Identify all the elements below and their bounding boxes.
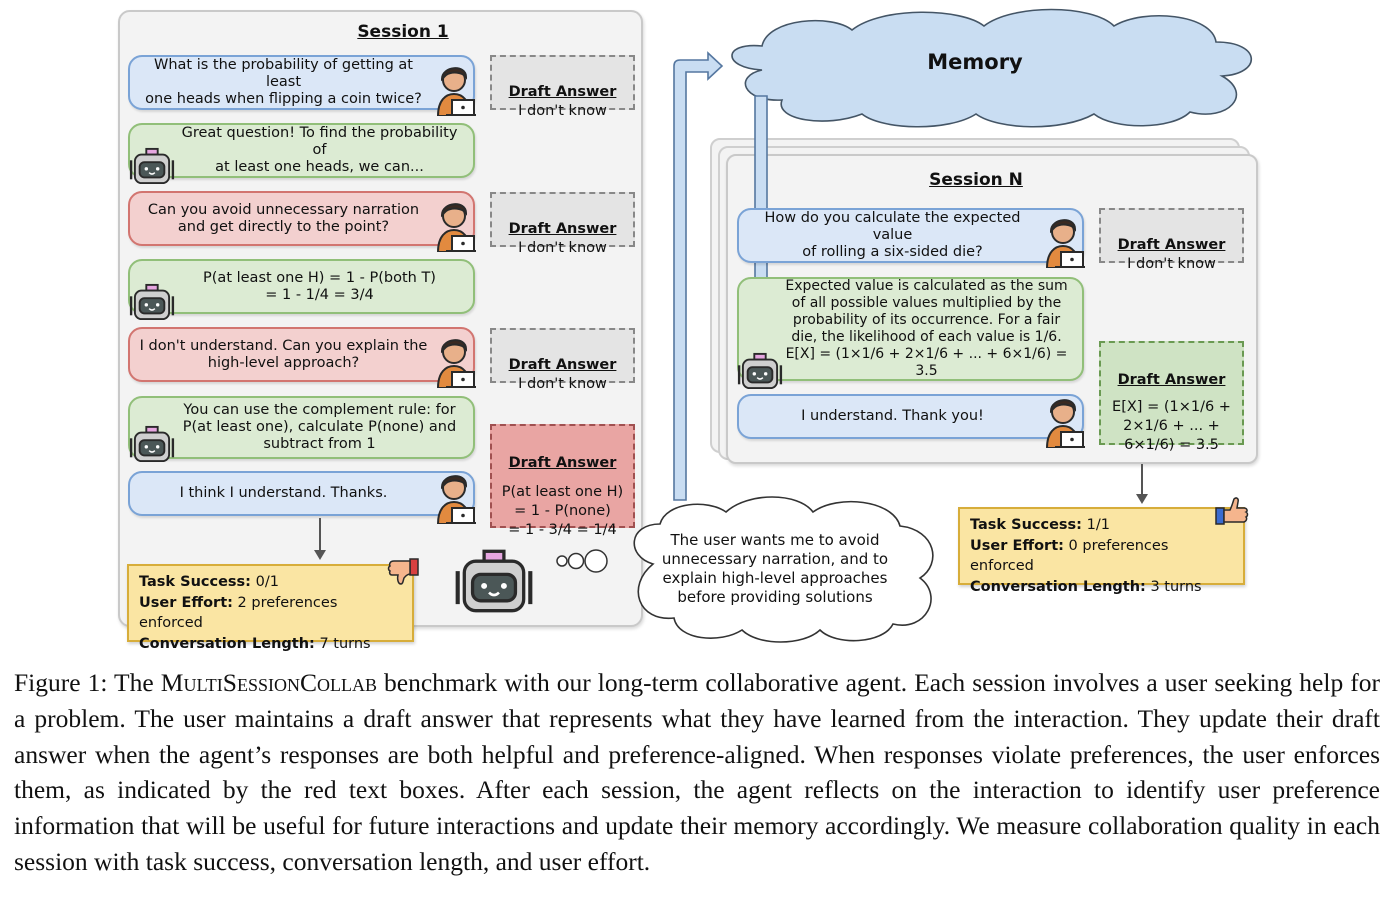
figure-caption: Figure 1: The MultiSessionCollab benchma… — [14, 665, 1380, 880]
thumbs-up-icon — [1215, 497, 1249, 525]
robot-icon — [128, 147, 176, 185]
sn-agent-turn-1: Expected value is calculated as the sum … — [737, 277, 1084, 381]
session-1-result-box: Task Success: 0/1 User Effort: 2 prefere… — [127, 564, 414, 652]
s1-user-turn-4: I think I understand. Thanks. — [128, 471, 475, 516]
user-icon — [1041, 212, 1085, 268]
sn-user-turn-2: I understand. Thank you! — [737, 394, 1084, 439]
session-1-to-memory-arrow — [673, 51, 724, 501]
memory-cloud — [731, 8, 1252, 128]
benchmark-name: MultiSessionCollab — [160, 668, 377, 697]
session-n-result-arrow — [1136, 464, 1148, 504]
reflection-thought-cloud — [633, 496, 934, 643]
s1-user-turn-3: I don't understand. Can you explain the … — [128, 327, 475, 382]
user-icon — [432, 196, 476, 252]
user-icon — [432, 332, 476, 388]
robot-icon — [128, 425, 176, 463]
user-icon — [432, 468, 476, 524]
robot-icon — [128, 283, 176, 321]
session-n-title: Session N — [929, 170, 1023, 190]
sn-user-turn-1: How do you calculate the expected value … — [737, 208, 1084, 263]
session-1-result-arrow — [314, 518, 326, 560]
s1-user-turn-1: What is the probability of getting at le… — [128, 55, 475, 110]
robot-icon — [736, 352, 784, 390]
s1-agent-turn-1: Great question! To find the probability … — [128, 123, 475, 178]
memory-label: Memory — [927, 50, 1023, 74]
s1-user-turn-2: Can you avoid unnecessary narration and … — [128, 191, 475, 246]
thumbs-down-icon — [387, 558, 419, 585]
agent-robot-icon — [446, 548, 542, 614]
s1-agent-turn-2: P(at least one H) = 1 - P(both T) = 1 - … — [128, 259, 475, 314]
caption-body: benchmark with our long-term collaborati… — [14, 668, 1380, 876]
s1-agent-turn-3: You can use the complement rule: for P(a… — [128, 396, 475, 459]
session-1-title: Session 1 — [357, 22, 449, 42]
user-icon — [432, 60, 476, 116]
user-icon — [1041, 392, 1085, 448]
reflection-text: The user wants me to avoid unnecessary n… — [661, 531, 889, 606]
session-n-result-box: Task Success: 1/1 User Effort: 0 prefere… — [958, 507, 1245, 595]
caption-prefix: Figure 1: The — [14, 668, 161, 697]
thought-bubble-dots — [556, 549, 608, 573]
